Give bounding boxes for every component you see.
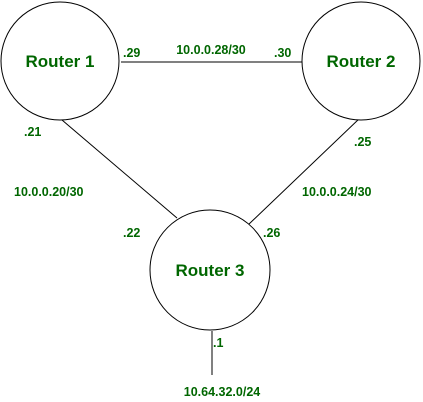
r1-r2-subnet-label: 10.0.0.28/30	[176, 43, 246, 57]
router-2-label: Router 2	[327, 52, 396, 71]
router-3-node[interactable]: Router 3	[149, 209, 271, 331]
r3-lan-end-a-label: .1	[213, 336, 223, 350]
r2-r3-subnet-label: 10.0.0.24/30	[302, 185, 372, 199]
link-r2-r3	[247, 117, 361, 226]
r1-r3-subnet-label: 10.0.0.20/30	[14, 185, 84, 199]
r1-r2-end-b-label: .30	[274, 46, 291, 60]
r1-r2-end-a-label: .29	[123, 46, 140, 60]
r1-r3-end-a-label: .21	[24, 125, 41, 139]
router-2-circle	[301, 1, 421, 121]
r1-r3-end-b-label: .22	[123, 226, 140, 240]
router-3-label: Router 3	[176, 261, 245, 280]
r2-r3-end-a-label: .25	[354, 135, 371, 149]
r2-r3-end-b-label: .26	[263, 226, 280, 240]
router-1-circle	[0, 1, 120, 121]
router-1-label: Router 1	[26, 52, 95, 71]
router-2-node[interactable]: Router 2	[301, 1, 421, 121]
r3-lan-subnet-label: 10.64.32.0/24	[184, 385, 261, 399]
router-1-node[interactable]: Router 1	[0, 1, 120, 121]
router-3-circle	[149, 209, 271, 331]
link-r1-r3	[61, 119, 178, 219]
